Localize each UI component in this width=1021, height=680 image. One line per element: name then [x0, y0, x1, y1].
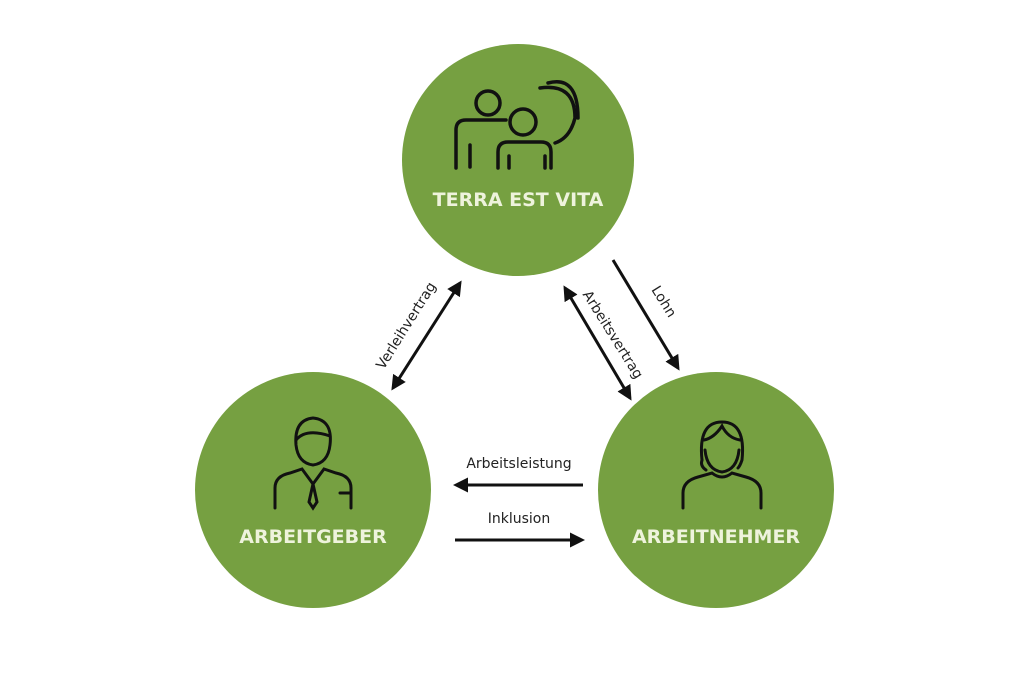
edge-label-arbeitsleistung: Arbeitsleistung [466, 456, 571, 472]
woman-icon [681, 420, 763, 510]
node-arbeitgeber: ARBEITGEBER [195, 372, 431, 608]
arrow-lohn [611, 259, 680, 371]
node-arbeitnehmer: ARBEITNEHMER [598, 372, 834, 608]
edge-label-lohn: Lohn [648, 283, 680, 320]
edge-label-inklusion: Inklusion [488, 511, 551, 527]
businessman-icon [273, 416, 353, 511]
arrow-arbeitsvertrag [563, 285, 632, 401]
node-label-arbeitgeber: ARBEITGEBER [239, 526, 387, 548]
node-terra-est-vita: TERRA EST VITA [402, 44, 634, 276]
people-communication-icon [454, 80, 580, 170]
node-label-terra: TERRA EST VITA [433, 189, 604, 211]
arrow-verleihvertrag [391, 280, 462, 391]
node-label-arbeitnehmer: ARBEITNEHMER [632, 526, 800, 548]
edge-label-verleihvertrag: Verleihvertrag [373, 279, 439, 372]
